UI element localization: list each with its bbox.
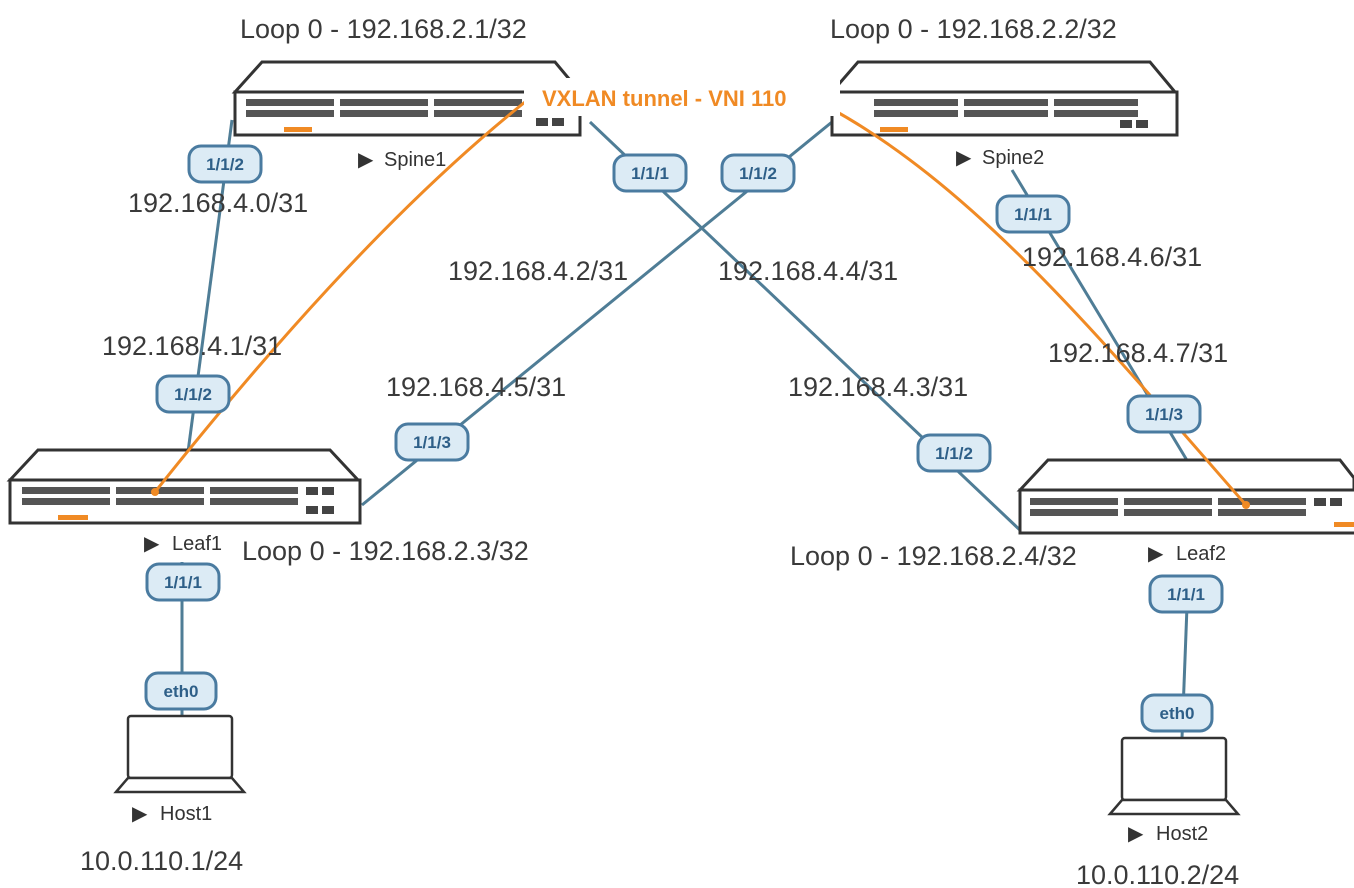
spine1-switch[interactable] [231,60,584,137]
switch-port-array [1030,498,1342,516]
spine1-loopback: Loop 0 - 192.168.2.1/32 [240,14,527,44]
leaf2-name: Leaf2 [1176,543,1226,565]
ip-label-spine2-leaf1-b: 192.168.4.5/31 [386,372,566,402]
svg-text:eth0: eth0 [164,682,199,701]
svg-text:1/1/1: 1/1/1 [164,573,202,592]
play-arrow-icon: ▶ [144,533,160,555]
spine2-name: Spine2 [982,147,1044,169]
leaf1-name: Leaf1 [172,533,222,555]
laptop-screen [1120,736,1228,802]
port-badge-spine2-1-1-1[interactable]: 1/1/1 [995,194,1071,234]
port-badge-host2-eth0[interactable]: eth0 [1140,693,1214,733]
tunnel-label-background [524,78,840,116]
switch-port-array [874,99,1148,128]
tunnel-label: VXLAN tunnel - VNI 110 [542,86,787,111]
host1-laptop[interactable] [113,714,247,794]
spine1-name: Spine1 [384,149,446,171]
switch-port-array [22,487,334,514]
status-led [1334,522,1354,527]
svg-text:1/1/2: 1/1/2 [206,155,244,174]
host1-ip: 10.0.110.1/24 [80,846,243,876]
port-badge-leaf2-1-1-3[interactable]: 1/1/3 [1126,394,1202,434]
host2-name-label: ▶ Host2 [1128,823,1208,845]
host2-name: Host2 [1156,823,1208,845]
status-led [284,127,312,132]
vxlan-tunnel-leaf2-segment [829,106,1248,506]
play-arrow-icon: ▶ [132,803,148,825]
svg-text:1/1/2: 1/1/2 [935,444,973,463]
ip-label-spine2-leaf2-a: 192.168.4.6/31 [1022,242,1202,272]
laptop-base [113,776,247,794]
port-badge-leaf1-1-1-3[interactable]: 1/1/3 [394,422,470,462]
leaf2-switch[interactable] [1016,458,1354,535]
leaf2-name-label: ▶ Leaf2 [1148,543,1226,565]
svg-text:1/1/3: 1/1/3 [413,433,451,452]
leaf1-name-label: ▶ Leaf1 [144,533,222,555]
leaf2-loopback: Loop 0 - 192.168.2.4/32 [790,541,1077,571]
ip-label-spine1-leaf1-a: 192.168.4.0/31 [128,188,308,218]
svg-text:eth0: eth0 [1160,704,1195,723]
laptop-screen [126,714,234,780]
play-arrow-icon: ▶ [1148,543,1164,565]
port-badge-leaf1-1-1-1[interactable]: 1/1/1 [145,562,221,602]
spine2-name-label: ▶ Spine2 [956,147,1044,169]
port-badge-leaf2-1-1-1[interactable]: 1/1/1 [1148,574,1224,614]
ip-label-spine1-leaf2-b: 192.168.4.3/31 [788,372,968,402]
port-badge-spine1-1-1-2[interactable]: 1/1/2 [187,144,263,184]
status-led [58,515,88,520]
port-badge-spine2-1-1-2[interactable]: 1/1/2 [720,153,796,193]
port-badge-host1-eth0[interactable]: eth0 [144,671,218,711]
switch-top-face [1016,458,1354,492]
play-arrow-icon: ▶ [956,147,972,169]
spine2-switch[interactable] [828,60,1179,137]
svg-text:1/1/1: 1/1/1 [1014,205,1052,224]
spine2-loopback: Loop 0 - 192.168.2.2/32 [830,14,1117,44]
status-led [880,127,908,132]
play-arrow-icon: ▶ [358,149,374,171]
host2-laptop[interactable] [1107,736,1241,816]
tunnel-endpoint-leaf1 [151,488,159,496]
laptop-base [1107,798,1241,816]
switch-top-face [828,60,1179,94]
leaf1-switch[interactable] [6,448,362,525]
leaf1-loopback: Loop 0 - 192.168.2.3/32 [242,536,529,566]
svg-text:1/1/3: 1/1/3 [1145,405,1183,424]
play-arrow-icon: ▶ [1128,823,1144,845]
ip-label-spine1-leaf1-b: 192.168.4.1/31 [102,331,282,361]
ip-label-spine2-leaf1-a: 192.168.4.2/31 [448,256,628,286]
ip-label-spine1-leaf2-a: 192.168.4.4/31 [718,256,898,286]
port-badge-spine1-1-1-1[interactable]: 1/1/1 [612,153,688,193]
vxlan-tunnel-leaf1-segment [153,100,526,493]
spine1-name-label: ▶ Spine1 [358,149,446,171]
svg-text:1/1/2: 1/1/2 [739,164,777,183]
port-badge-leaf2-1-1-2[interactable]: 1/1/2 [916,433,992,473]
host1-name-label: ▶ Host1 [132,803,212,825]
svg-text:1/1/1: 1/1/1 [1167,585,1205,604]
host2-ip: 10.0.110.2/24 [1076,860,1239,888]
svg-text:1/1/2: 1/1/2 [174,385,212,404]
switch-port-array [246,99,564,126]
host1-name: Host1 [160,803,212,825]
port-badge-leaf1-1-1-2[interactable]: 1/1/2 [155,374,231,414]
ip-label-spine2-leaf2-b: 192.168.4.7/31 [1048,338,1228,368]
svg-text:1/1/1: 1/1/1 [631,164,669,183]
tunnel-endpoint-leaf2 [1242,501,1250,509]
